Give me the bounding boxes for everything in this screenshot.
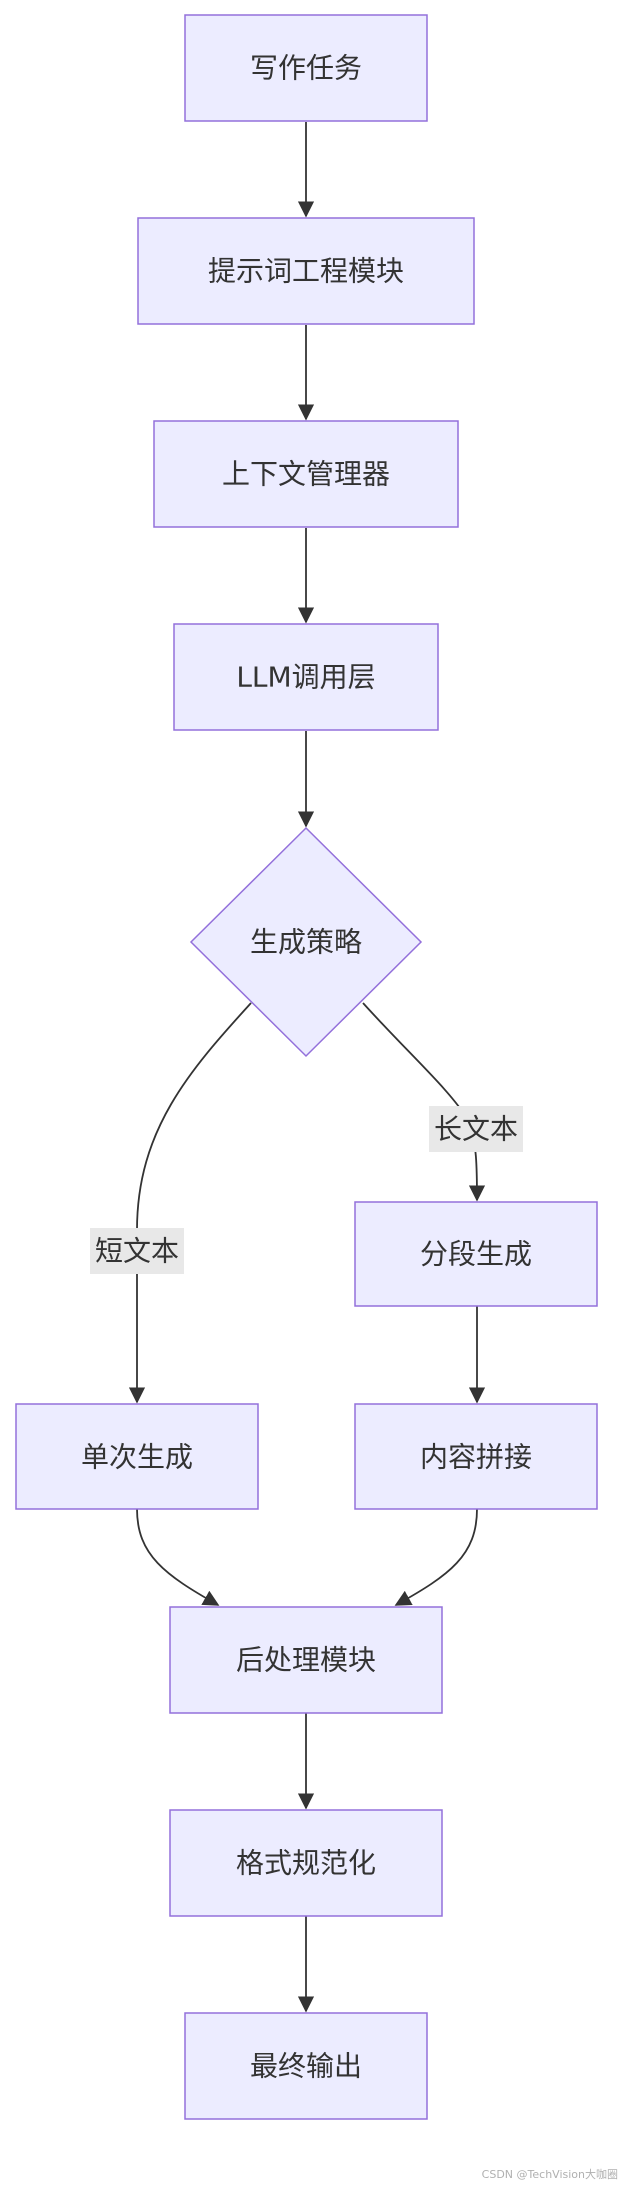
edge-single-to-postprocess	[136, 1508, 220, 1606]
edge-label-short-text-text: 短文本	[95, 1235, 179, 1268]
node-strategy-decision: 生成策略	[189, 826, 423, 1058]
edge-label-long-text-text: 长文本	[434, 1113, 518, 1146]
node-writing-task-label: 写作任务	[250, 52, 362, 85]
node-postprocess-label: 后处理模块	[236, 1644, 376, 1677]
edge-strategy-to-single	[128, 1002, 252, 1404]
edge-label-long-text: 长文本	[429, 1106, 523, 1152]
watermark: CSDN @TechVision大咖圈	[481, 2168, 618, 2181]
edge-label-short-text: 短文本	[90, 1228, 184, 1274]
node-strategy-label: 生成策略	[250, 926, 362, 959]
node-context-manager-label: 上下文管理器	[222, 458, 390, 491]
node-llm-layer-label: LLM调用层	[236, 661, 375, 694]
node-content-merge: 内容拼接	[354, 1403, 598, 1510]
node-segmented-generation: 分段生成	[354, 1201, 598, 1307]
node-prompt-engineering-label: 提示词工程模块	[208, 255, 404, 288]
node-context-manager: 上下文管理器	[153, 420, 459, 528]
node-final-output-label: 最终输出	[250, 2050, 362, 2083]
node-writing-task: 写作任务	[184, 14, 428, 122]
node-postprocess: 后处理模块	[169, 1606, 443, 1714]
node-single-generation: 单次生成	[15, 1403, 259, 1510]
node-segmented-generation-label: 分段生成	[420, 1238, 532, 1271]
edge-merge-to-postprocess	[394, 1508, 478, 1606]
edge-strategy-to-segmented	[362, 1002, 486, 1202]
node-content-merge-label: 内容拼接	[420, 1441, 532, 1474]
node-prompt-engineering: 提示词工程模块	[137, 217, 475, 325]
node-format-normalize: 格式规范化	[169, 1809, 443, 1917]
node-format-normalize-label: 格式规范化	[236, 1847, 376, 1880]
node-llm-layer: LLM调用层	[173, 623, 439, 731]
node-final-output: 最终输出	[184, 2012, 428, 2120]
node-single-generation-label: 单次生成	[81, 1441, 193, 1474]
